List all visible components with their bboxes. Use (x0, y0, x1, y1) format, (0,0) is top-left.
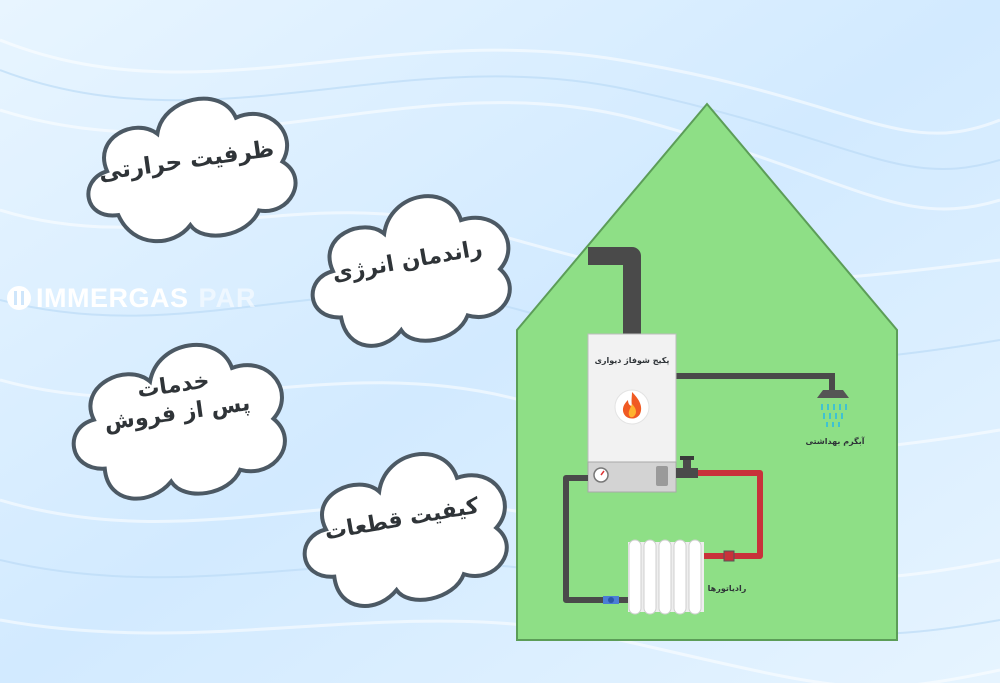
radiator-icon (628, 539, 704, 615)
shower-icon (817, 390, 849, 427)
boiler-valve-icon (676, 456, 698, 478)
shower-label: آبگرم بهداشتی (806, 436, 865, 446)
cloud-after-sales-service: خدمات پس از فروش (49, 314, 305, 515)
cloud-energy-efficiency: راندمان انرژی (285, 162, 531, 368)
immergas-logo-icon (7, 286, 31, 310)
boiler-display (656, 466, 668, 486)
logo-suffix-text: PAR (198, 282, 257, 313)
cloud-parts-quality: کیفیت قطعات (277, 420, 528, 626)
logo-brand-text: IMMERGAS (36, 282, 189, 313)
radiator-label: رادیاتورها (708, 584, 747, 593)
radiator-return-pipe (563, 475, 628, 603)
boiler-label: پکیج شوفاژ دیواری (595, 356, 670, 365)
immergas-logo: IMMERGAS PAR (6, 283, 257, 313)
cloud-thermal-capacity: ظرفیت حرارتی (62, 70, 312, 260)
cloud-shape (302, 452, 509, 608)
cloud-shape (86, 96, 298, 244)
flue-pipe (588, 247, 641, 334)
house-shape (516, 102, 898, 641)
pressure-gauge-icon (593, 467, 609, 483)
cloud-shape (310, 194, 512, 348)
flame-icon (614, 389, 650, 425)
cloud-shape (71, 342, 287, 501)
supply-valve (723, 550, 735, 562)
hot-water-pipe (676, 373, 835, 390)
return-valve (603, 596, 619, 604)
